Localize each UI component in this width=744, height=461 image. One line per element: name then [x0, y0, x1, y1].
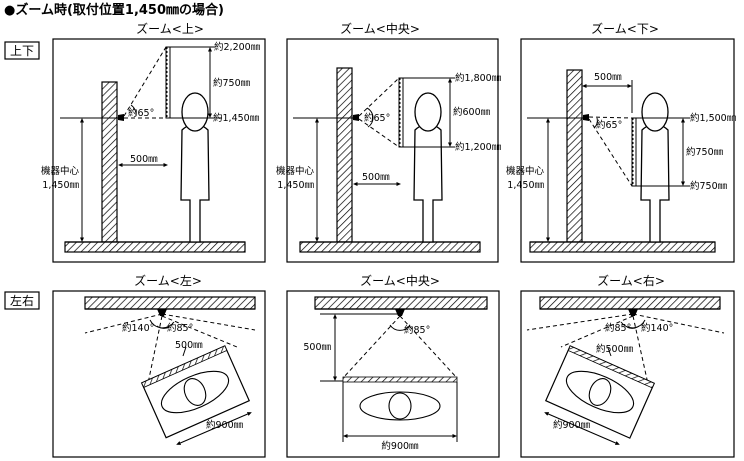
panel-title: ズーム<下>: [591, 21, 659, 36]
label-top: 約1,500㎜: [690, 112, 737, 124]
label-height-1: 機器中心: [41, 165, 80, 177]
label-height-2: 1,450㎜: [277, 180, 314, 191]
label-angle: 約85°: [404, 324, 430, 336]
panel-title: ズーム<中央>: [340, 21, 420, 36]
label-width: 約900㎜: [381, 440, 419, 452]
label-angle: 約65°: [364, 112, 390, 124]
row-label-horizontal: 左右: [4, 291, 40, 310]
row-label-horizontal-text: 左右: [10, 293, 34, 308]
label-height-2: 1,450㎜: [507, 180, 544, 191]
projection-screen: [544, 345, 656, 439]
ceiling: [314, 296, 488, 310]
label-distance: 500㎜: [175, 340, 203, 351]
floor: [529, 241, 716, 253]
label-width: 約900㎜: [553, 419, 591, 431]
projection-screen: [342, 376, 458, 383]
label-wide-angle: 約140°: [641, 322, 673, 334]
label-wide-angle: 約140°: [122, 322, 154, 334]
diagram-title: ●ズーム時(取付位置1,450㎜の場合): [4, 2, 224, 18]
row-label-vertical: 上下: [4, 41, 40, 60]
label-distance: 約500㎜: [596, 343, 634, 355]
wall: [566, 69, 583, 243]
panel-title: ズーム<上>: [136, 21, 204, 36]
label-angle: 約65°: [596, 119, 622, 131]
row-label-vertical-text: 上下: [10, 44, 34, 58]
label-bottom: 約1,450㎜: [213, 112, 260, 124]
panel-horizontal-left: ズーム<左> 約140° 約85° 500㎜ 約900㎜: [52, 273, 266, 458]
label-top: 約2,200㎜: [214, 41, 261, 53]
panel-vertical-up: ズーム<上> 約2,200㎜ 約750㎜ 約1,450㎜ 約65° 500㎜: [41, 21, 266, 263]
projected-image: [359, 391, 441, 421]
panel-title: ズーム<中央>: [360, 273, 440, 288]
label-span: 約600㎜: [453, 106, 491, 118]
label-span: 約750㎜: [213, 77, 251, 89]
label-height-1: 機器中心: [506, 165, 545, 177]
panel-horizontal-right: ズーム<右> 約85° 約140° 約500㎜ 約900㎜: [520, 273, 735, 458]
panel-horizontal-center: ズーム<中央> 500㎜ 約85° 約900㎜: [286, 273, 500, 458]
camera-icon: [118, 114, 124, 121]
panel-vertical-down: ズーム<下> 約1,500㎜ 約750㎜ 約750㎜ 約65° 500㎜ 機器中…: [506, 21, 737, 263]
camera-icon: [353, 114, 359, 121]
wall: [336, 67, 353, 243]
label-height-2: 1,450㎜: [42, 180, 79, 191]
label-distance: 500㎜: [594, 72, 622, 83]
label-bottom: 約750㎜: [690, 180, 728, 192]
ceiling: [84, 296, 256, 310]
panel-title: ズーム<右>: [597, 273, 665, 288]
label-angle: 約85°: [605, 322, 631, 334]
label-distance: 500㎜: [130, 154, 158, 165]
panel-title: ズーム<左>: [134, 273, 202, 288]
floor: [299, 241, 481, 253]
label-distance: 500㎜: [362, 172, 390, 183]
label-distance: 500㎜: [303, 342, 331, 353]
ceiling: [539, 296, 721, 310]
wall: [101, 81, 118, 243]
panel-vertical-center: ズーム<中央> 約1,800㎜ 約600㎜ 約1,200㎜ 約65° 500㎜ …: [276, 21, 502, 263]
label-height-1: 機器中心: [276, 165, 315, 177]
label-angle: 約85°: [167, 322, 193, 334]
label-width: 約900㎜: [206, 419, 244, 431]
label-span: 約750㎜: [686, 146, 724, 158]
label-top: 約1,800㎜: [455, 72, 502, 84]
floor: [64, 241, 246, 253]
label-bottom: 約1,200㎜: [455, 141, 502, 153]
person-figure: [413, 92, 443, 243]
label-angle: 約65°: [128, 107, 154, 119]
person-figure: [640, 92, 670, 243]
camera-icon: [583, 114, 589, 121]
